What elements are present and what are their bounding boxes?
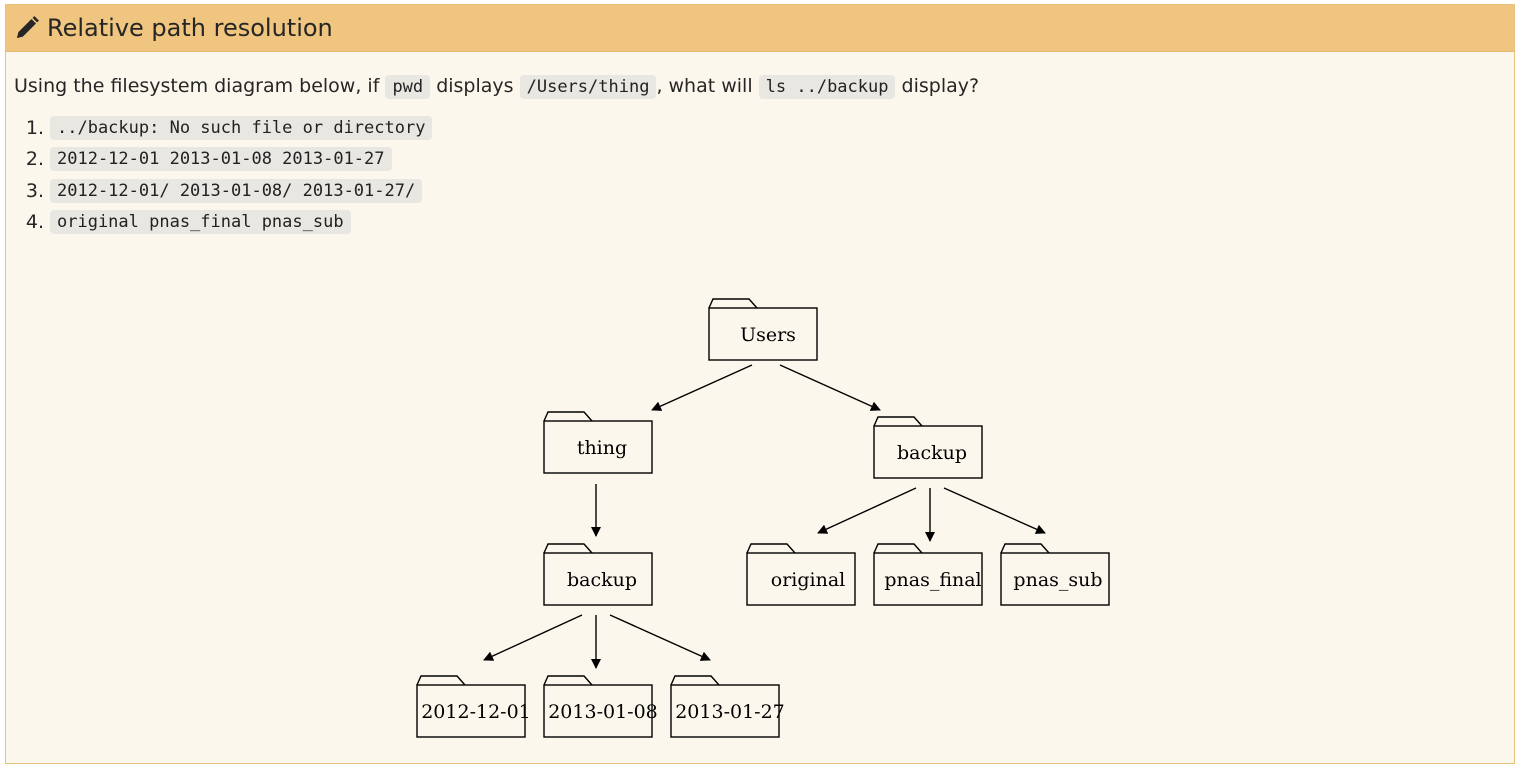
question-suffix: display? xyxy=(895,75,980,97)
option-2: 2. 2012-12-01 2013-01-08 2013-01-27 xyxy=(14,144,432,176)
folder-label: Users xyxy=(740,324,796,346)
folder-label: backup xyxy=(897,442,967,464)
folder-label: thing xyxy=(577,437,627,459)
folder-label: backup xyxy=(567,569,637,591)
answer-options: 1. ../backup: No such file or directory 2… xyxy=(14,112,433,239)
folder-label: pnas_final xyxy=(884,569,981,591)
folder-pnas-sub: pnas_sub xyxy=(1000,543,1110,606)
edge-backup-pnassub xyxy=(943,487,1046,534)
folder-backup: backup xyxy=(873,416,983,479)
folder-label: 2013-01-08 xyxy=(548,701,658,723)
option-1: 1. ../backup: No such file or directory xyxy=(14,112,433,144)
option-code: ../backup: No such file or directory xyxy=(50,115,433,140)
folder-label: original xyxy=(771,569,845,591)
option-code: original pnas_final pnas_sub xyxy=(50,210,351,235)
folder-users: Users xyxy=(708,298,818,361)
code-ls: ls ../backup xyxy=(758,75,896,99)
question-text: Using the filesystem diagram below, if p… xyxy=(14,71,979,102)
code-pwd: pwd xyxy=(385,75,431,99)
folder-2012-12-01: 2012-12-01 xyxy=(416,675,531,738)
folder-pnas-final: pnas_final xyxy=(873,543,983,606)
question-mid2: , what will xyxy=(656,75,759,97)
question-prefix: Using the filesystem diagram below, if xyxy=(14,75,386,97)
folder-original: original xyxy=(746,543,856,606)
folder-2013-01-27: 2013-01-27 xyxy=(670,675,785,738)
folder-2013-01-08: 2013-01-08 xyxy=(543,675,658,738)
code-path: /Users/thing xyxy=(519,75,657,99)
edge-users-thing xyxy=(651,364,753,411)
folder-thing: thing xyxy=(543,411,653,474)
option-number: 3. xyxy=(25,179,44,202)
edge-users-backup xyxy=(779,364,881,411)
edge-backup-20121201 xyxy=(483,614,583,661)
option-3: 3. 2012-12-01/ 2013-01-08/ 2013-01-27/ xyxy=(14,175,432,207)
edge-backup-original xyxy=(817,487,917,534)
option-code: 2012-12-01 2013-01-08 2013-01-27 xyxy=(50,147,392,172)
folder-label: pnas_sub xyxy=(1013,569,1102,591)
pencil-icon xyxy=(17,16,39,38)
option-number: 2. xyxy=(25,148,44,171)
option-number: 1. xyxy=(25,116,44,139)
folder-label: 2013-01-27 xyxy=(675,701,785,723)
edge-backup-20130127 xyxy=(609,614,711,661)
option-4: 4. original pnas_final pnas_sub xyxy=(14,207,432,239)
panel-title: Relative path resolution xyxy=(47,14,333,42)
folder-backup: backup xyxy=(543,543,653,606)
option-code: 2012-12-01/ 2013-01-08/ 2013-01-27/ xyxy=(50,178,423,203)
panel-header: Relative path resolution xyxy=(6,5,1514,52)
folder-label: 2012-12-01 xyxy=(421,701,531,723)
question-mid1: displays xyxy=(430,75,520,97)
option-number: 4. xyxy=(25,211,44,234)
